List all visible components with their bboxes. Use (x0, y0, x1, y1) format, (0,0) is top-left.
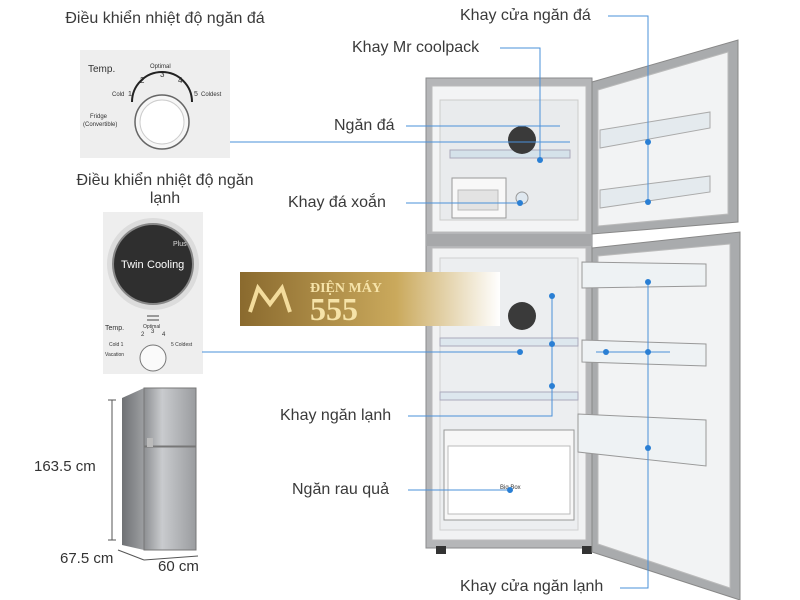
callout-dots (507, 139, 651, 493)
fridge-control-title-text: Điều khiển nhiệt độ ngăn lạnh (76, 172, 254, 207)
fridge-vacation-label: Vacation (105, 352, 124, 358)
freezer-optimal-label: Optimal (150, 64, 171, 70)
fridge-dial: Plus Twin Cooling Temp. Optimal 2 3 4 Co… (105, 218, 199, 372)
callout-freezer-door-tray: Khay cửa ngăn đá (460, 7, 591, 24)
freezer-dial-inner (139, 99, 185, 145)
callout-vegetable-drawer: Ngăn rau quả (292, 481, 389, 498)
callout-lines (202, 15, 670, 589)
freezer-dial: Temp. Optimal 2 3 4 Cold 1 5 Coldest Fri… (83, 64, 222, 150)
freezer-control-panel: Temp. Optimal 2 3 4 Cold 1 5 Coldest Fri… (80, 50, 230, 158)
freezer-n4: 4 (178, 76, 183, 85)
callout-coolpack-tray: Khay Mr coolpack (352, 39, 480, 56)
callout-twist-ice-tray: Khay đá xoắn (288, 194, 386, 211)
height-dimension: 163.5 cm (34, 458, 96, 475)
fridge-cold-label: Cold 1 (109, 342, 124, 348)
freezer-fridge-conv: Fridge (90, 114, 108, 120)
logo-emblem (248, 283, 292, 313)
callout-freezer: Ngăn đá (334, 117, 395, 134)
freezer-dial-arc (131, 71, 193, 103)
depth-dimension: 67.5 cm (60, 550, 114, 567)
fridge-n2: 2 (141, 332, 145, 338)
freezer-n5: 5 (194, 91, 198, 98)
fridge-shelf-1 (439, 337, 579, 347)
freezer-control-title: Điều khiển nhiệt độ ngăn đá (60, 10, 270, 28)
width-dimension: 60 cm (158, 558, 199, 575)
logo-line2: 555 (310, 291, 358, 326)
dien-may-555-logo: ĐIỆN MÁY 555 (240, 272, 500, 326)
fridge-control-panel: Plus Twin Cooling Temp. Optimal 2 3 4 Co… (103, 212, 203, 374)
freezer-coldest-label: Coldest (201, 92, 222, 98)
twin-cooling-disc (112, 223, 194, 305)
twin-plus: Plus (173, 241, 187, 248)
fridge-coldest-label: 5 Coldest (171, 342, 193, 348)
callout-fridge-door-tray: Khay cửa ngăn lạnh (460, 578, 604, 595)
fridge-shelf-2 (439, 391, 579, 401)
coolpack-fan (508, 126, 536, 154)
compartment-divider (426, 234, 592, 246)
cooling-text: Cooling (147, 259, 184, 271)
fridge-temp-label: Temp. (105, 325, 124, 332)
freezer-temp-label: Temp. (88, 64, 115, 75)
freezer-fridge-conv2: (Convertible) (83, 122, 117, 128)
freezer-shelf (449, 149, 571, 159)
twin-text: Twin (121, 259, 144, 271)
fridge-n4: 4 (162, 332, 166, 338)
twin-cooling-fan (508, 302, 536, 330)
logo-line1: ĐIỆN MÁY (310, 279, 382, 296)
fridge-dial-knob[interactable] (139, 344, 167, 372)
fridge-n3: 3 (151, 329, 155, 335)
fridge-optimal-label: Optimal (143, 324, 160, 330)
freezer-cold-label: Cold (112, 92, 124, 98)
freezer-n3: 3 (160, 70, 165, 79)
callout-fridge-shelf: Khay ngăn lạnh (280, 407, 392, 424)
freezer-n1: 1 (128, 91, 132, 98)
freezer-control-title-text: Điều khiển nhiệt độ ngăn đá (65, 10, 265, 27)
fridge-control-title: Điều khiển nhiệt độ ngăn lạnh (60, 172, 270, 208)
